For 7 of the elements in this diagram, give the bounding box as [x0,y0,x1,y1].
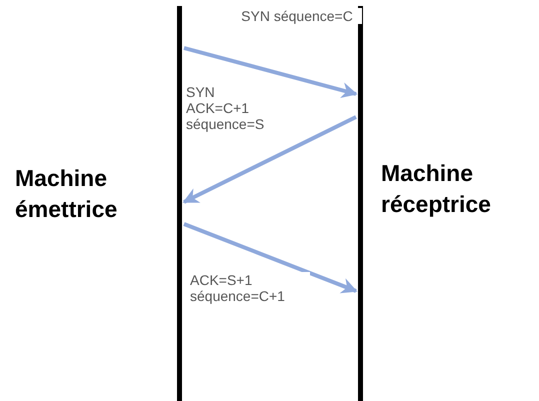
machine-label: Machine réceptrice [381,159,492,219]
edge-label: ACK=S+1 séquence=C+1 [190,272,310,304]
edge-label: SYN ACK=C+1 séquence=S [186,84,266,132]
arrow [183,222,358,294]
machine-label: Machine émettrice [15,164,118,224]
arrow [182,115,357,204]
arrow [183,46,358,98]
